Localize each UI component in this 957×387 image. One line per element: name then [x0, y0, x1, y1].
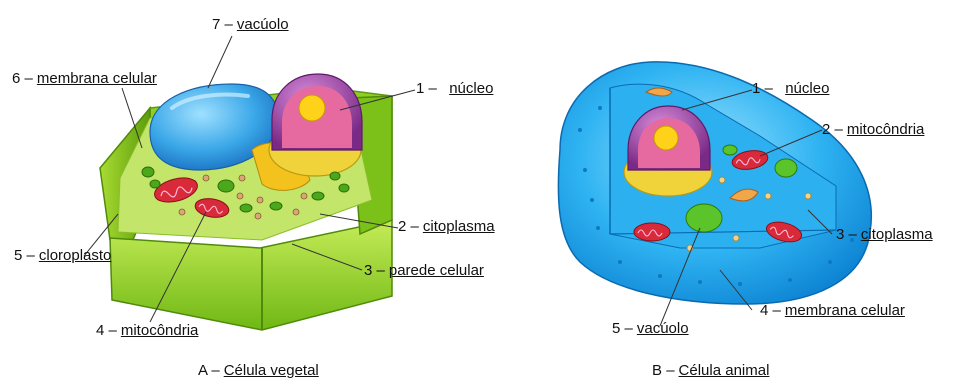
label-plant-chloroplast: 5 –cloroplasto: [14, 247, 111, 265]
label-plant-membrane: 6 –membrana celular: [12, 70, 157, 88]
term-cytoplasm: citoplasma: [423, 218, 495, 235]
label-animal-vacuole: 5 –vacúolo: [612, 320, 689, 338]
term-mitochondria: mitocôndria: [121, 322, 199, 339]
label-animal-membrane: 4 –membrana celular: [760, 302, 905, 320]
label-plant-mitochondria: 4 –mitocôndria: [96, 322, 198, 340]
label-plant-cytoplasm: 2 –citoplasma: [398, 218, 495, 236]
term-mitochondria-animal: mitocôndria: [847, 121, 925, 138]
term-cytoplasm-animal: citoplasma: [861, 226, 933, 243]
label-animal-nucleus: 1 – núcleo: [752, 80, 829, 98]
caption-animal-cell: B –Célula animal: [652, 362, 769, 379]
term-membrane: membrana celular: [37, 70, 157, 87]
term-vacuole-animal: vacúolo: [637, 320, 689, 337]
term-cell-wall: parede celular: [389, 262, 484, 279]
label-animal-mitochondria: 2 –mitocôndria: [822, 121, 924, 139]
term-chloroplast: cloroplasto: [39, 247, 112, 264]
term-nucleus-animal: núcleo: [785, 80, 829, 97]
label-plant-vacuole: 7 –vacúolo: [212, 16, 289, 34]
term-vacuole: vacúolo: [237, 16, 289, 33]
label-plant-nucleus: 1 – núcleo: [416, 80, 493, 98]
caption-plant-cell: A –Célula vegetal: [198, 362, 319, 379]
plant-cell: [100, 74, 392, 330]
nucleus-plant: [269, 74, 362, 176]
term-nucleus: núcleo: [449, 80, 493, 97]
label-animal-cytoplasm: 3 –citoplasma: [836, 226, 933, 244]
nucleolus-plant: [299, 95, 325, 121]
animal-cell: [558, 62, 871, 304]
label-plant-cell-wall: 3 –parede celular: [364, 262, 484, 280]
nucleolus-animal: [654, 126, 678, 150]
term-membrane-animal: membrana celular: [785, 302, 905, 319]
